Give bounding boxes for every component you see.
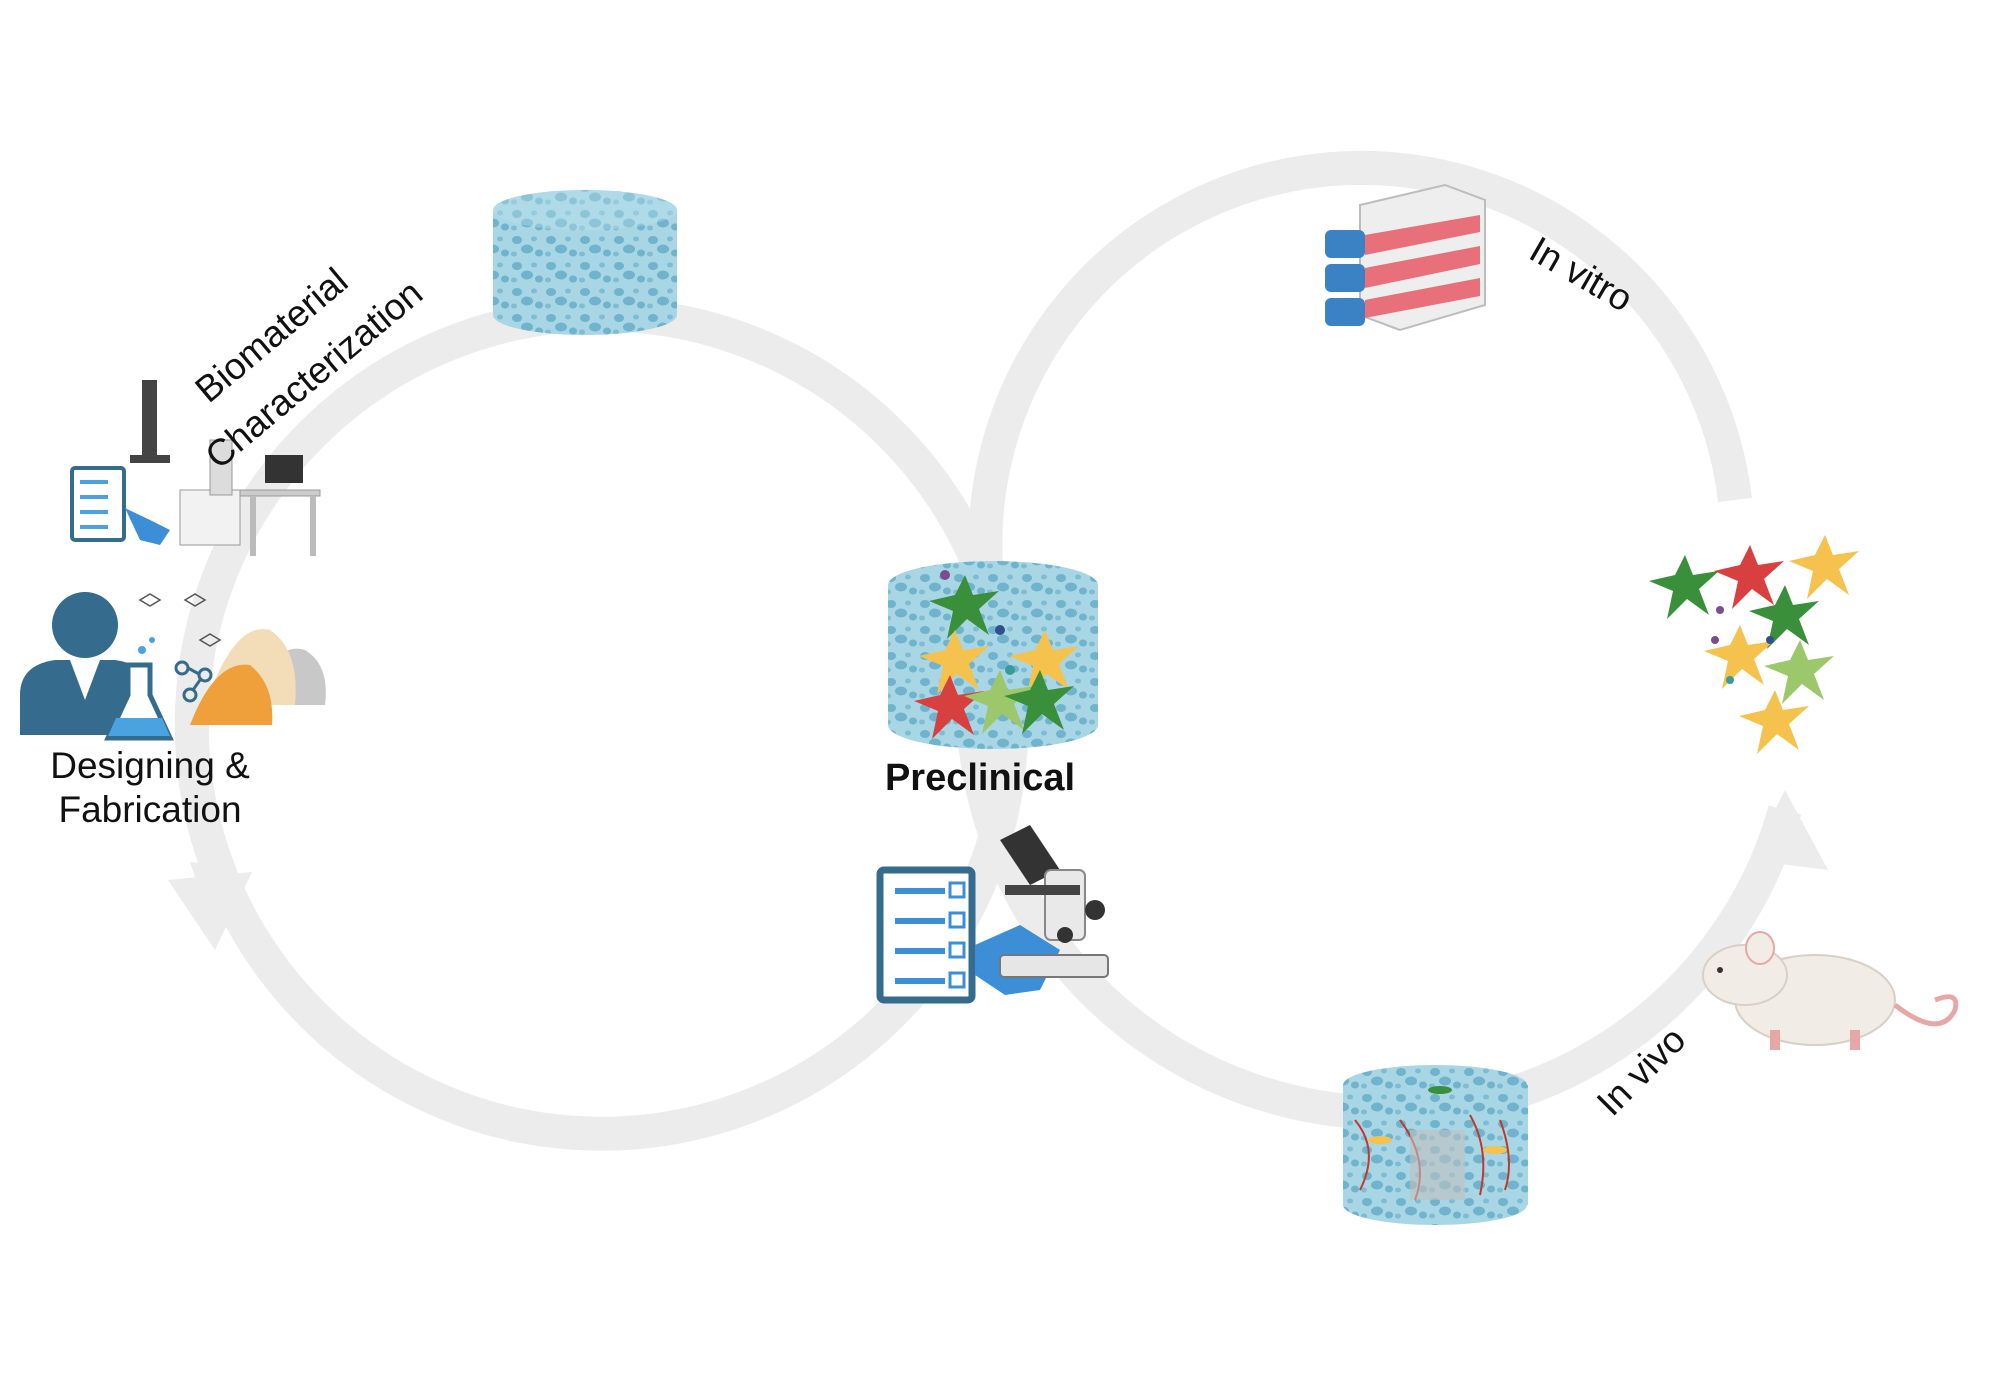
right-loop-bottom-arc	[955, 583, 1802, 1130]
left-arrow-head-main	[168, 872, 252, 950]
preclinical-scaffold-icon	[888, 561, 1098, 749]
checklist-small-icon	[70, 466, 170, 545]
cell-cluster-icon	[1649, 535, 1859, 754]
left-loop-arc	[174, 297, 1005, 866]
culture-flask-icon	[1325, 183, 1486, 332]
powder-piles-icon	[138, 593, 326, 725]
microscope-icon	[999, 825, 1109, 978]
mouse-icon	[1702, 931, 1959, 1050]
mechanical-tester-icon	[130, 380, 170, 463]
designing-label-line2: Fabrication	[58, 789, 241, 830]
checklist-icon	[876, 866, 976, 1004]
right-loop-arc	[968, 150, 1752, 590]
preclinical-label: Preclinical	[885, 757, 1075, 799]
electron-microscope-icon	[179, 439, 321, 556]
in-vivo-scaffold-icon	[1343, 1065, 1528, 1225]
designing-label-line1: Designing &	[50, 745, 250, 786]
left-loop-bottom-arc	[198, 582, 1029, 1151]
scaffold-top-icon	[493, 190, 677, 335]
right-arrow-head	[1750, 790, 1828, 870]
workflow-loop	[174, 150, 1802, 1151]
erlenmeyer-flask-icon	[104, 637, 174, 741]
